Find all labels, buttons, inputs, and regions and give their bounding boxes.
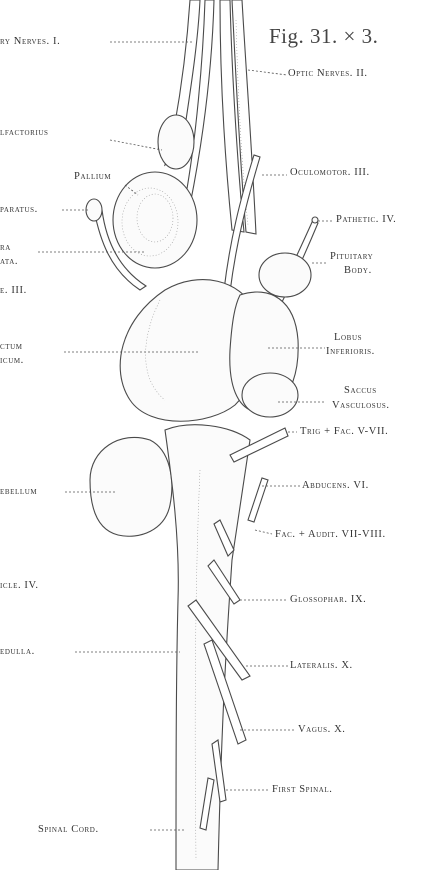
label-cerebellum: ebellum xyxy=(0,487,37,498)
label-tectum: ctum xyxy=(0,342,23,353)
bulbus-olfactorius xyxy=(158,115,194,169)
label-lobus: Lobus xyxy=(334,333,362,344)
label-oculomotor: Oculomotor. III. xyxy=(290,168,370,179)
label-pallium: Pallium xyxy=(74,172,111,183)
label-saccus-2: Vasculosus. xyxy=(332,401,390,412)
label-fac-audit: Fac. + Audit. VII-VIII. xyxy=(275,530,386,541)
label-ventricle-three: e. III. xyxy=(0,286,27,297)
figure-title: Fig. 31. × 3. xyxy=(269,24,378,49)
pallium xyxy=(113,172,197,268)
label-pathetic: Pathetic. IV. xyxy=(336,215,396,226)
label-tectum-2: icum. xyxy=(0,356,24,367)
label-spinal-cord: Spinal Cord. xyxy=(38,825,99,836)
label-abducens: Abducens. VI. xyxy=(302,481,369,492)
label-pituitary-2: Body. xyxy=(344,266,372,277)
label-medulla: edulla. xyxy=(0,647,35,658)
saccus-vasculosus xyxy=(242,373,298,417)
label-bulbus-olfactorius: lfactorius xyxy=(0,128,49,139)
label-habenula: ra xyxy=(0,243,11,254)
label-lobus-2: Inferioris. xyxy=(326,347,375,358)
cerebellum xyxy=(90,437,172,536)
label-olfactory-nerves: ry Nerves. I. xyxy=(0,37,60,48)
pituitary-body xyxy=(259,253,311,297)
label-saccus: Saccus xyxy=(344,386,377,397)
label-glossophar: Glossophar. IX. xyxy=(290,595,366,606)
abducens-nerve xyxy=(248,478,268,522)
label-ventricle-four: icle. IV. xyxy=(0,581,39,592)
label-habenula-2: ata. xyxy=(0,257,18,268)
label-first-spinal: First Spinal. xyxy=(272,785,333,796)
label-optic-nerves: Optic Nerves. II. xyxy=(288,69,368,80)
label-pituitary: Pituitary xyxy=(330,252,373,263)
label-vagus: Vagus. X. xyxy=(298,725,346,736)
label-trig-fac: Trig + Fac. V-VII. xyxy=(300,427,388,438)
label-pineal-apparatus: paratus. xyxy=(0,205,38,216)
label-lateralis: Lateralis. X. xyxy=(290,661,353,672)
